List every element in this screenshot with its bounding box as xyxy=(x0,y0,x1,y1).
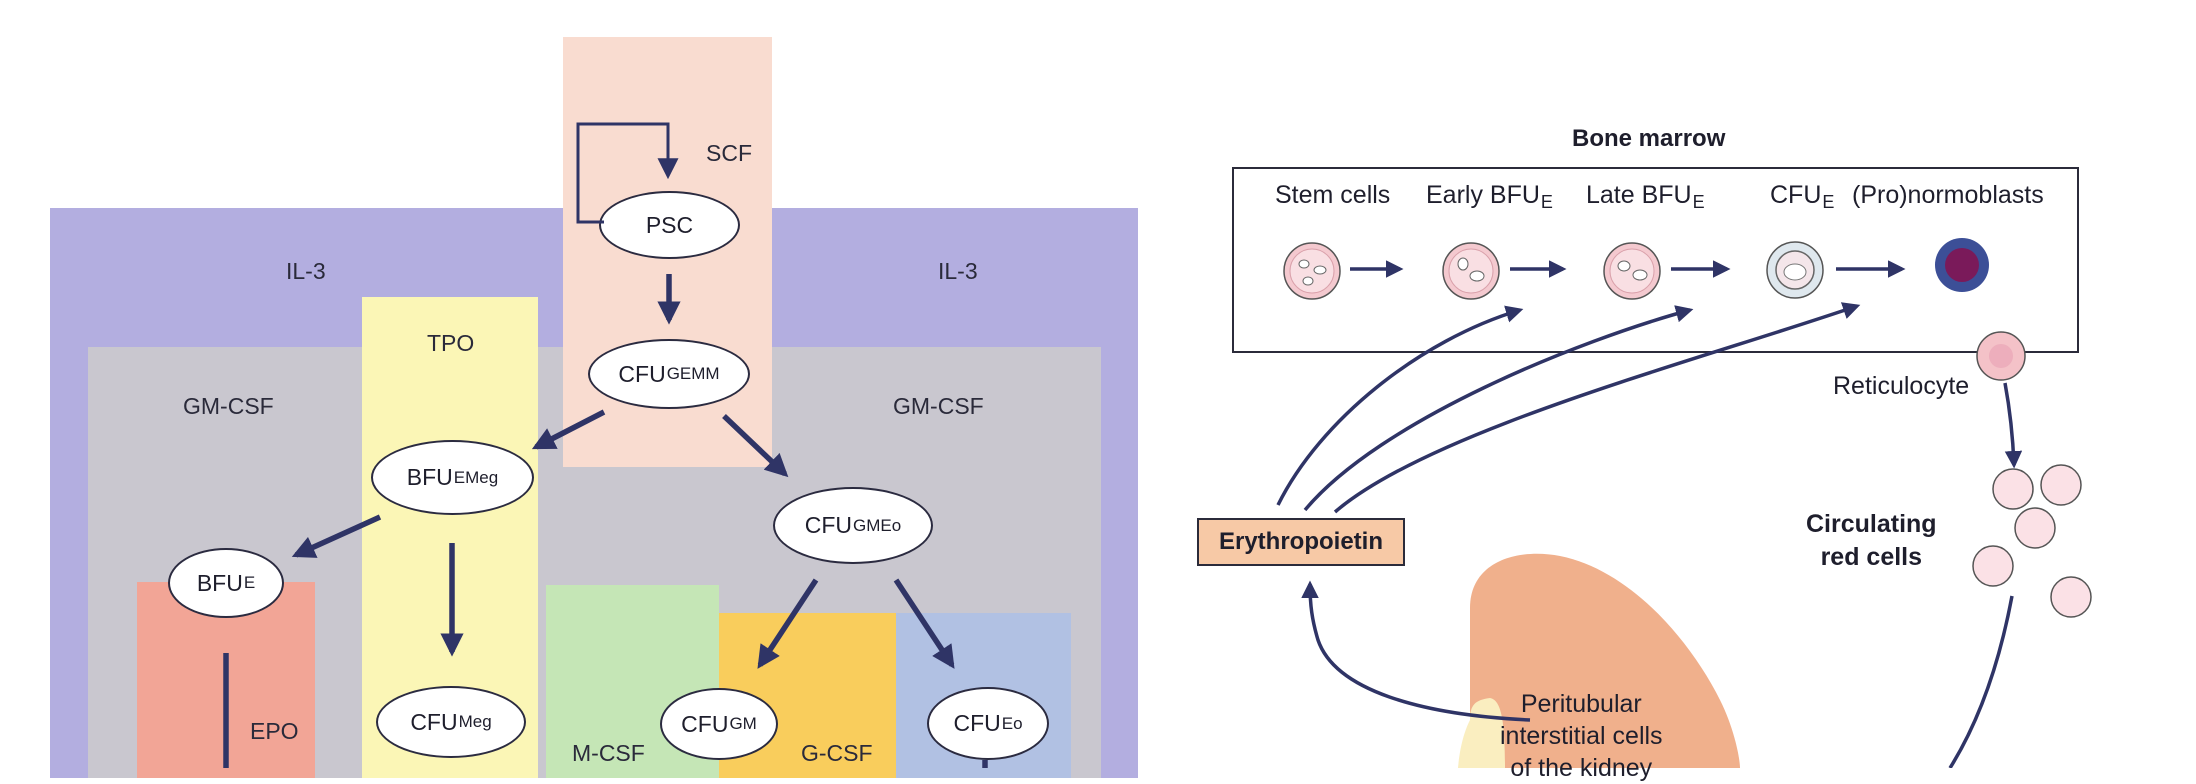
kidney-shape xyxy=(1470,553,1740,768)
bone-marrow-title: Bone marrow xyxy=(1572,125,1726,152)
node-psc: PSC xyxy=(599,191,740,259)
epo-label: EPO xyxy=(250,718,299,744)
il3-label-left: IL-3 xyxy=(286,258,326,284)
gmcsf-label-right: GM-CSF xyxy=(893,393,984,419)
erythropoiesis-graphics xyxy=(1276,238,2092,768)
pronormoblast-cell xyxy=(1935,238,1989,292)
reticulocyte-label: Reticulocyte xyxy=(1833,372,1970,400)
kidney-label: Peritubular interstitial cells of the ki… xyxy=(1500,690,1663,782)
cfu-e-cell xyxy=(1766,241,1824,299)
stage-label-cfu-e: CFUE xyxy=(1770,181,1835,212)
psc-self-renewal-arrow xyxy=(576,122,679,224)
hematopoiesis-arrows xyxy=(223,122,988,768)
stage-label-stem-cells: Stem cells xyxy=(1275,181,1391,209)
mcsf-label: M-CSF xyxy=(572,740,645,766)
stage-label-pronormoblasts: (Pro)normoblasts xyxy=(1852,181,2044,209)
epo-arrow-late-bfu xyxy=(1303,305,1694,512)
scf-label: SCF xyxy=(706,140,752,166)
gmcsf-label-left: GM-CSF xyxy=(183,393,274,419)
kidney-inner-region xyxy=(1458,698,1505,768)
reticulocyte-cell xyxy=(1976,331,2026,381)
circulating-red-cells-label: Circulating red cells xyxy=(1806,510,1937,571)
arrow-cfugemm-bfuemeg xyxy=(531,409,606,450)
arrow-cfugmeo-cfueo xyxy=(893,578,955,669)
arrow-bfuemeg-bfue xyxy=(291,514,382,558)
stage-label-late-bfu: Late BFUE xyxy=(1586,181,1705,212)
arrow-kidney-erythropoietin xyxy=(1301,580,1531,722)
bone-marrow-box xyxy=(1232,167,2079,353)
epo-arrow-early-bfu xyxy=(1276,305,1524,506)
late-bfu-cell xyxy=(1603,242,1661,300)
arrow-reticulocyte-circulation xyxy=(2003,382,2023,469)
arrow-cfugmeo-cfugm xyxy=(757,578,819,669)
stage-label-early-bfu: Early BFUE xyxy=(1426,181,1553,212)
circulating-red-cells xyxy=(1972,464,2092,618)
epo-arrow-cfu-e xyxy=(1333,302,1861,514)
early-bfu-cell xyxy=(1442,242,1500,300)
stem-cell xyxy=(1283,242,1341,300)
arrow-circulation-kidney xyxy=(1948,595,2014,768)
tpo-label: TPO xyxy=(427,330,475,356)
erythropoietin-box: Erythropoietin xyxy=(1197,518,1405,566)
il3-label-right: IL-3 xyxy=(938,258,978,284)
arrow-cfugemm-cfugmeo xyxy=(722,414,789,478)
gcsf-label: G-CSF xyxy=(801,740,873,766)
